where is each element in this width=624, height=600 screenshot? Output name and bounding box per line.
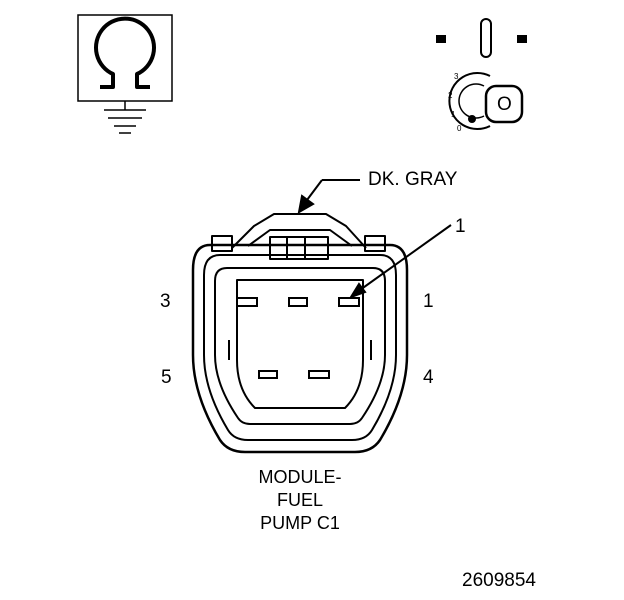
key-position-3: 3	[454, 72, 459, 81]
key-position-2: 2	[448, 91, 453, 100]
pin-label-1: 1	[423, 291, 434, 312]
cavity-2	[288, 297, 308, 307]
pin-label-4: 4	[423, 367, 434, 388]
key-label: O	[497, 94, 512, 115]
caption-line-3: PUMP C1	[260, 513, 340, 533]
figure-number: 2609854	[462, 570, 536, 591]
cavity-1	[338, 297, 360, 307]
key-position-1: 1	[451, 110, 456, 119]
connector-caption: MODULE- FUEL PUMP C1	[212, 466, 388, 535]
leader-lines	[297, 179, 452, 299]
caption-line-2: FUEL	[276, 490, 323, 510]
wire-color-label: DK. GRAY	[368, 169, 458, 190]
key-position-0: 0	[457, 124, 462, 133]
connector-cavities	[236, 297, 360, 379]
connector-body	[191, 213, 409, 454]
cavity-4	[308, 370, 330, 379]
cavity-5	[258, 370, 278, 379]
pin-label-5: 5	[161, 367, 172, 388]
pin-label-3: 3	[160, 291, 171, 312]
cavity-3	[236, 297, 258, 307]
caption-line-1: MODULE-	[258, 467, 342, 487]
ignition-switch-icon	[436, 18, 527, 130]
ohmmeter-ground-icon	[77, 14, 173, 134]
terminal-callout-label: 1	[455, 216, 466, 237]
